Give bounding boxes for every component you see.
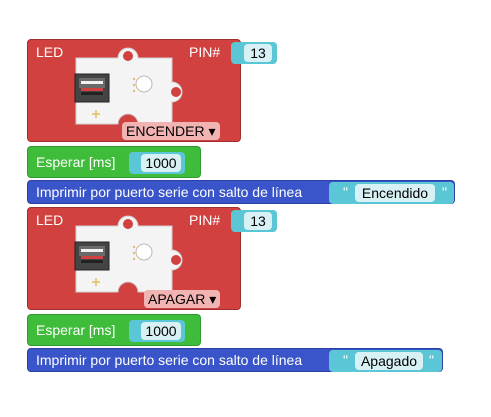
chevron-down-icon: ▾	[209, 291, 217, 307]
wait-label: Esperar [ms]	[36, 154, 116, 170]
state-value: ENCENDER	[126, 123, 205, 139]
state-dropdown[interactable]: ENCENDER ▾	[122, 122, 220, 140]
quote-open: "	[343, 184, 348, 200]
led-block[interactable]: LED PIN# 13 APAGAR ▾	[27, 207, 277, 310]
print-text[interactable]: Apagado	[355, 352, 423, 370]
wait-value[interactable]: 1000	[141, 322, 181, 340]
led-label: LED	[36, 44, 64, 60]
led-label: LED	[36, 212, 64, 228]
quote-close: "	[442, 184, 447, 200]
print-block[interactable]: Imprimir por puerto serie con salto de l…	[27, 348, 443, 372]
print-label: Imprimir por puerto serie con salto de l…	[36, 352, 303, 368]
state-dropdown[interactable]: APAGAR ▾	[144, 290, 221, 308]
state-value: APAGAR	[148, 291, 206, 307]
led-module-image	[74, 47, 183, 131]
quote-open: "	[343, 352, 348, 368]
wait-label: Esperar [ms]	[36, 322, 116, 338]
pin-value[interactable]: 13	[244, 212, 272, 230]
wait-block[interactable]: Esperar [ms] 1000	[27, 314, 201, 346]
print-label: Imprimir por puerto serie con salto de l…	[36, 184, 303, 200]
print-text[interactable]: Encendido	[355, 184, 435, 202]
led-block[interactable]: LED PIN# 13 ENCENDER ▾	[27, 39, 277, 142]
wait-block[interactable]: Esperar [ms] 1000	[27, 146, 201, 178]
pin-label: PIN#	[189, 44, 221, 60]
pin-label: PIN#	[189, 212, 221, 228]
pin-value[interactable]: 13	[244, 44, 272, 62]
print-block[interactable]: Imprimir por puerto serie con salto de l…	[27, 180, 455, 204]
led-module-image	[74, 215, 183, 299]
quote-close: "	[429, 352, 434, 368]
chevron-down-icon: ▾	[208, 123, 216, 139]
wait-value[interactable]: 1000	[141, 154, 181, 172]
